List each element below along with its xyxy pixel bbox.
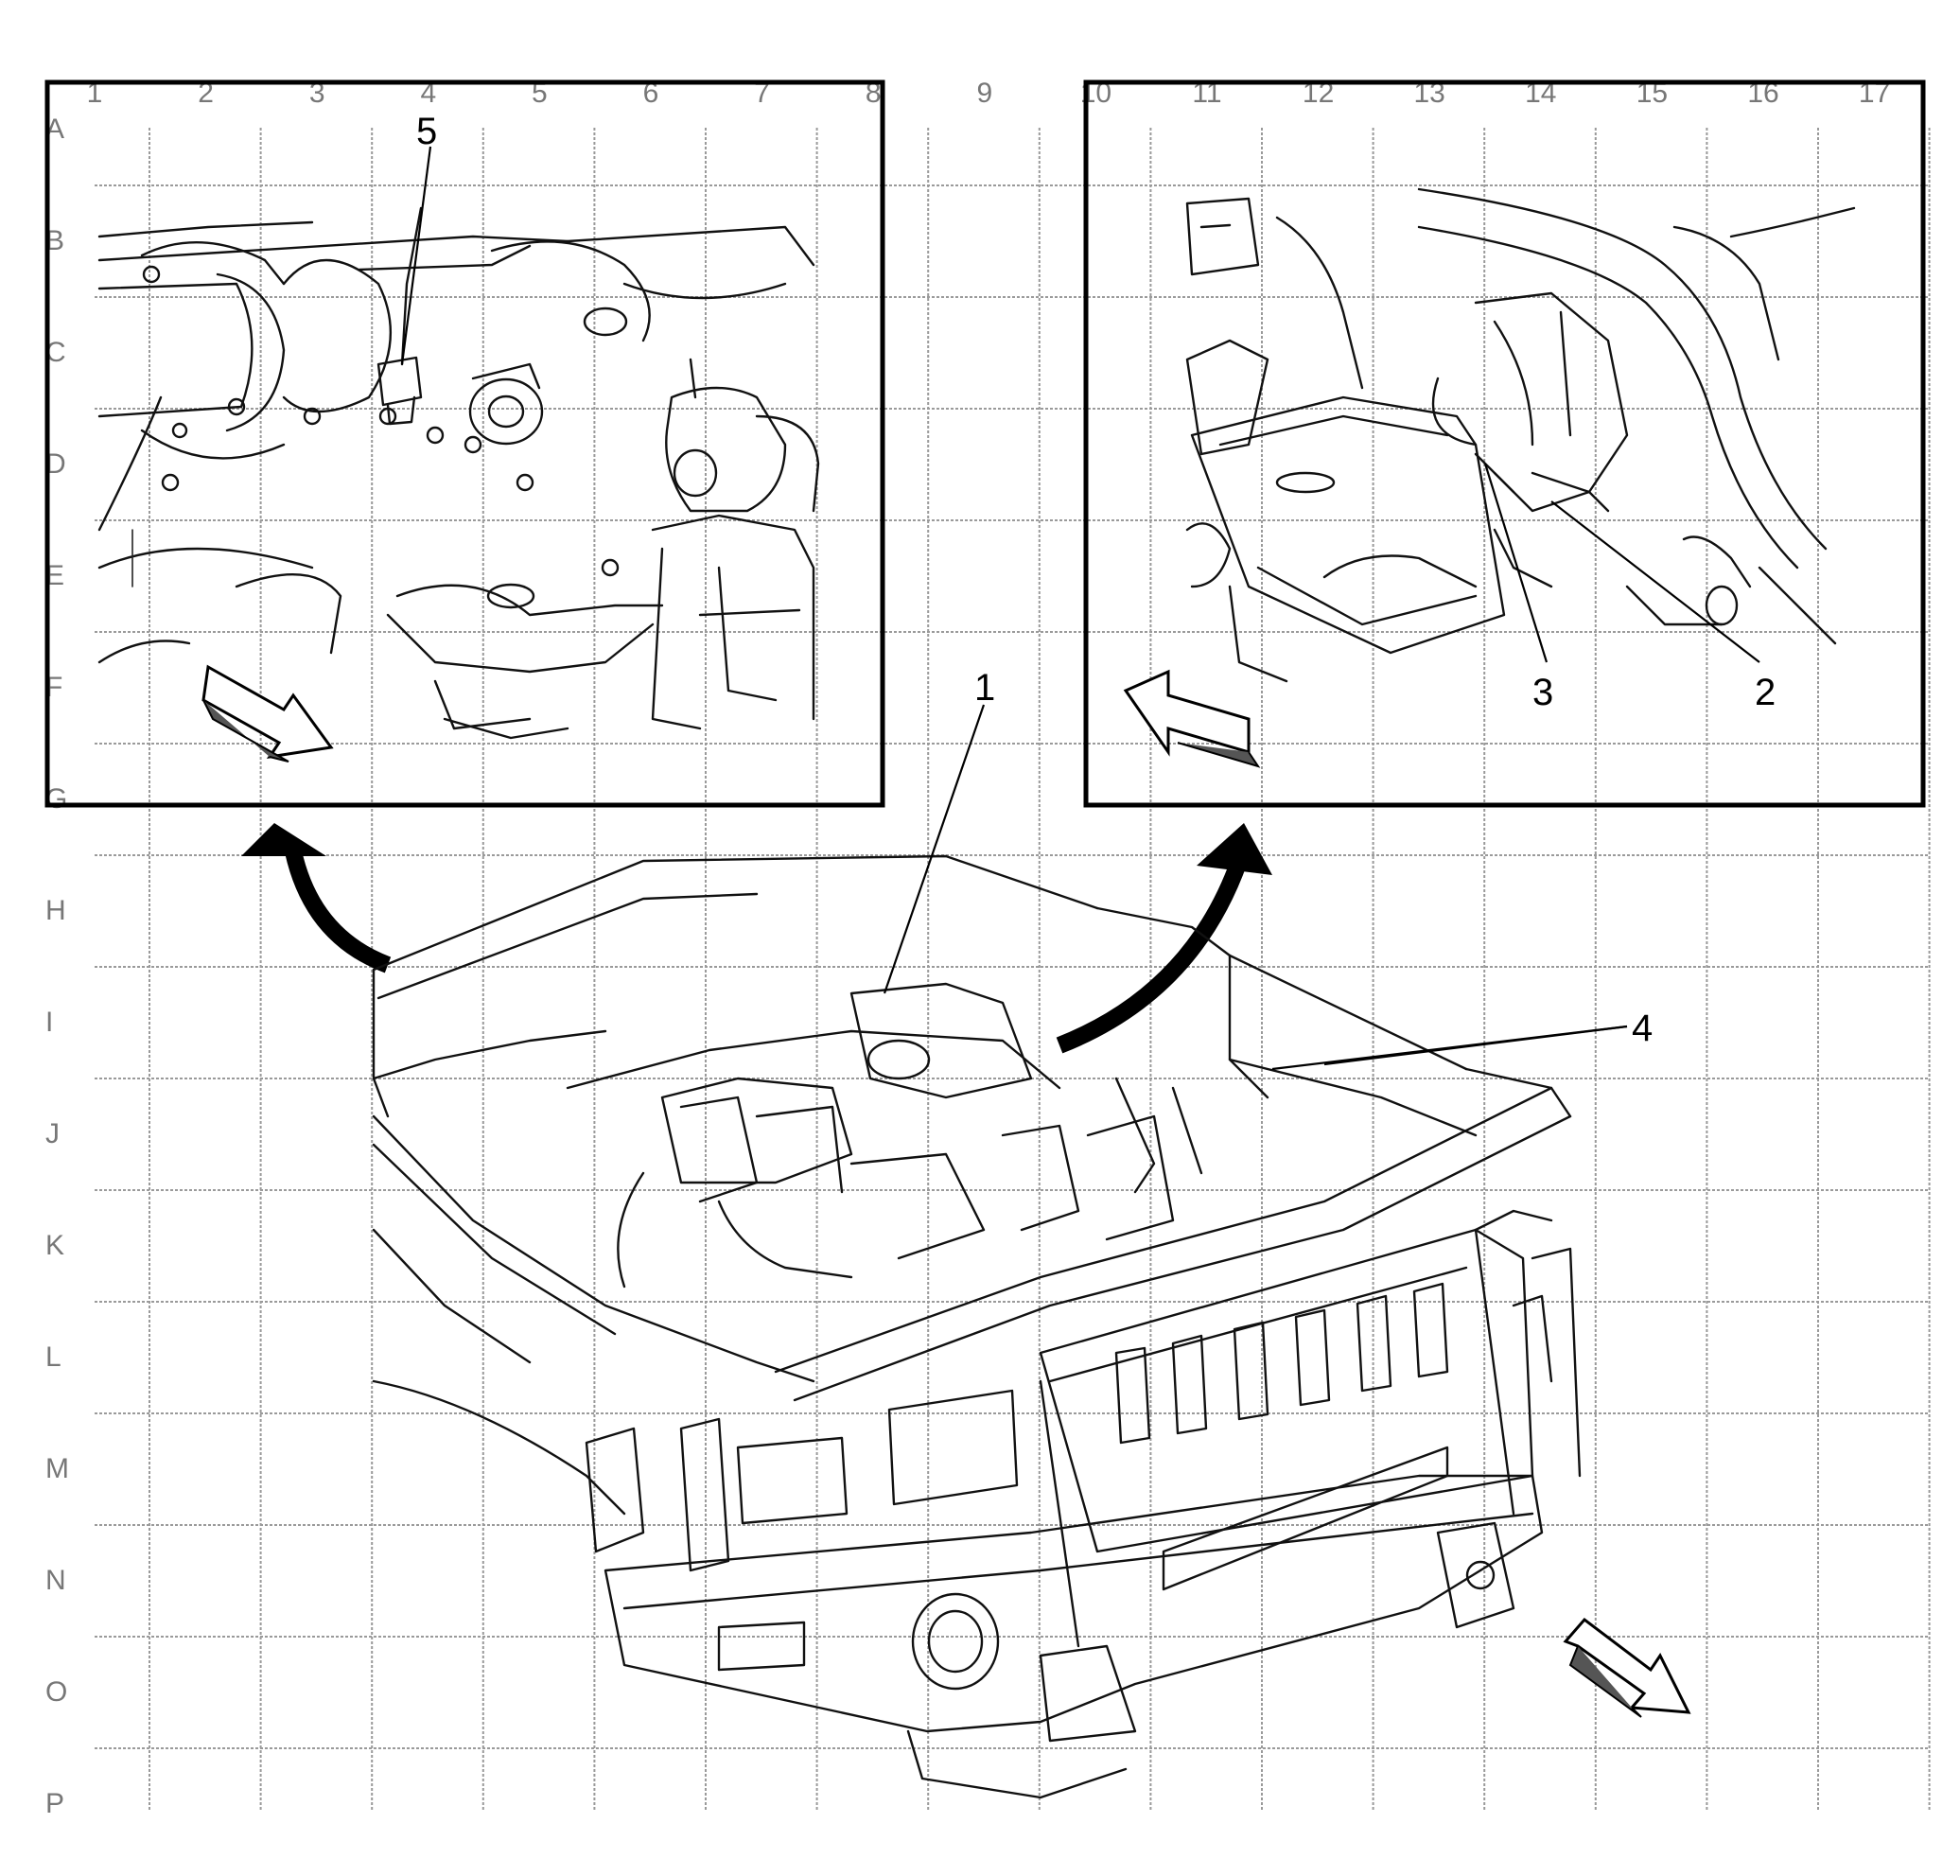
grid-column-label: 4	[420, 78, 436, 109]
grid-column-label: 3	[309, 78, 325, 109]
lower-grille-mesh	[1162, 1446, 1449, 1591]
grid-column-label: 2	[198, 78, 214, 109]
right-detail-inset: 2 3	[1083, 79, 1926, 808]
grid-row-label: I	[45, 1007, 53, 1038]
grid-column-label: 8	[866, 78, 882, 109]
right-detail-line-art	[1185, 187, 1856, 683]
grille-slots	[1114, 1282, 1449, 1445]
grid-row-label: O	[45, 1676, 67, 1708]
callout-4: 4	[1632, 1008, 1653, 1049]
left-detail-line-art	[97, 206, 820, 740]
grid-row-label: B	[45, 225, 64, 256]
grid-row-label: H	[45, 895, 66, 926]
grid-row-label: P	[45, 1788, 64, 1819]
curved-detail-arrow-right-icon	[1056, 823, 1272, 1054]
left-detail-inset: 5	[44, 79, 885, 808]
main-view-direction-arrow-icon	[1563, 1617, 1691, 1718]
grid-column-label: 5	[532, 78, 548, 109]
grid-row-label: K	[45, 1230, 64, 1261]
grid-row-label: C	[45, 337, 66, 368]
left-view-direction-arrow-icon	[201, 664, 334, 763]
grid-column-label: 9	[976, 78, 992, 109]
callout-1: 1	[974, 667, 995, 709]
grid-column-label: 6	[643, 78, 659, 109]
grid-row-label: L	[45, 1341, 61, 1373]
grid-row-label: M	[45, 1453, 69, 1484]
right-view-direction-arrow-icon	[1123, 669, 1261, 768]
reference-grid	[95, 128, 1931, 1812]
curved-detail-arrow-left-icon	[241, 823, 392, 973]
vehicle-line-art	[372, 854, 1582, 1799]
grid-row-label: F	[45, 672, 62, 703]
right-inset-frame	[1083, 79, 1926, 808]
main-vehicle-view: 1 4	[372, 667, 1691, 1799]
grid-row-label: A	[45, 114, 64, 145]
grid-row-label: N	[45, 1565, 66, 1596]
grid-column-label: 7	[754, 78, 770, 109]
grid-column-label: 1	[87, 78, 103, 109]
grid-row-label: E	[45, 560, 64, 591]
left-inset-frame	[44, 79, 885, 808]
callout-2: 2	[1755, 672, 1776, 713]
callout-3: 3	[1532, 672, 1553, 713]
callout-5: 5	[416, 111, 437, 152]
grid-row-label: J	[45, 1118, 60, 1149]
grid-row-label: D	[45, 448, 66, 480]
